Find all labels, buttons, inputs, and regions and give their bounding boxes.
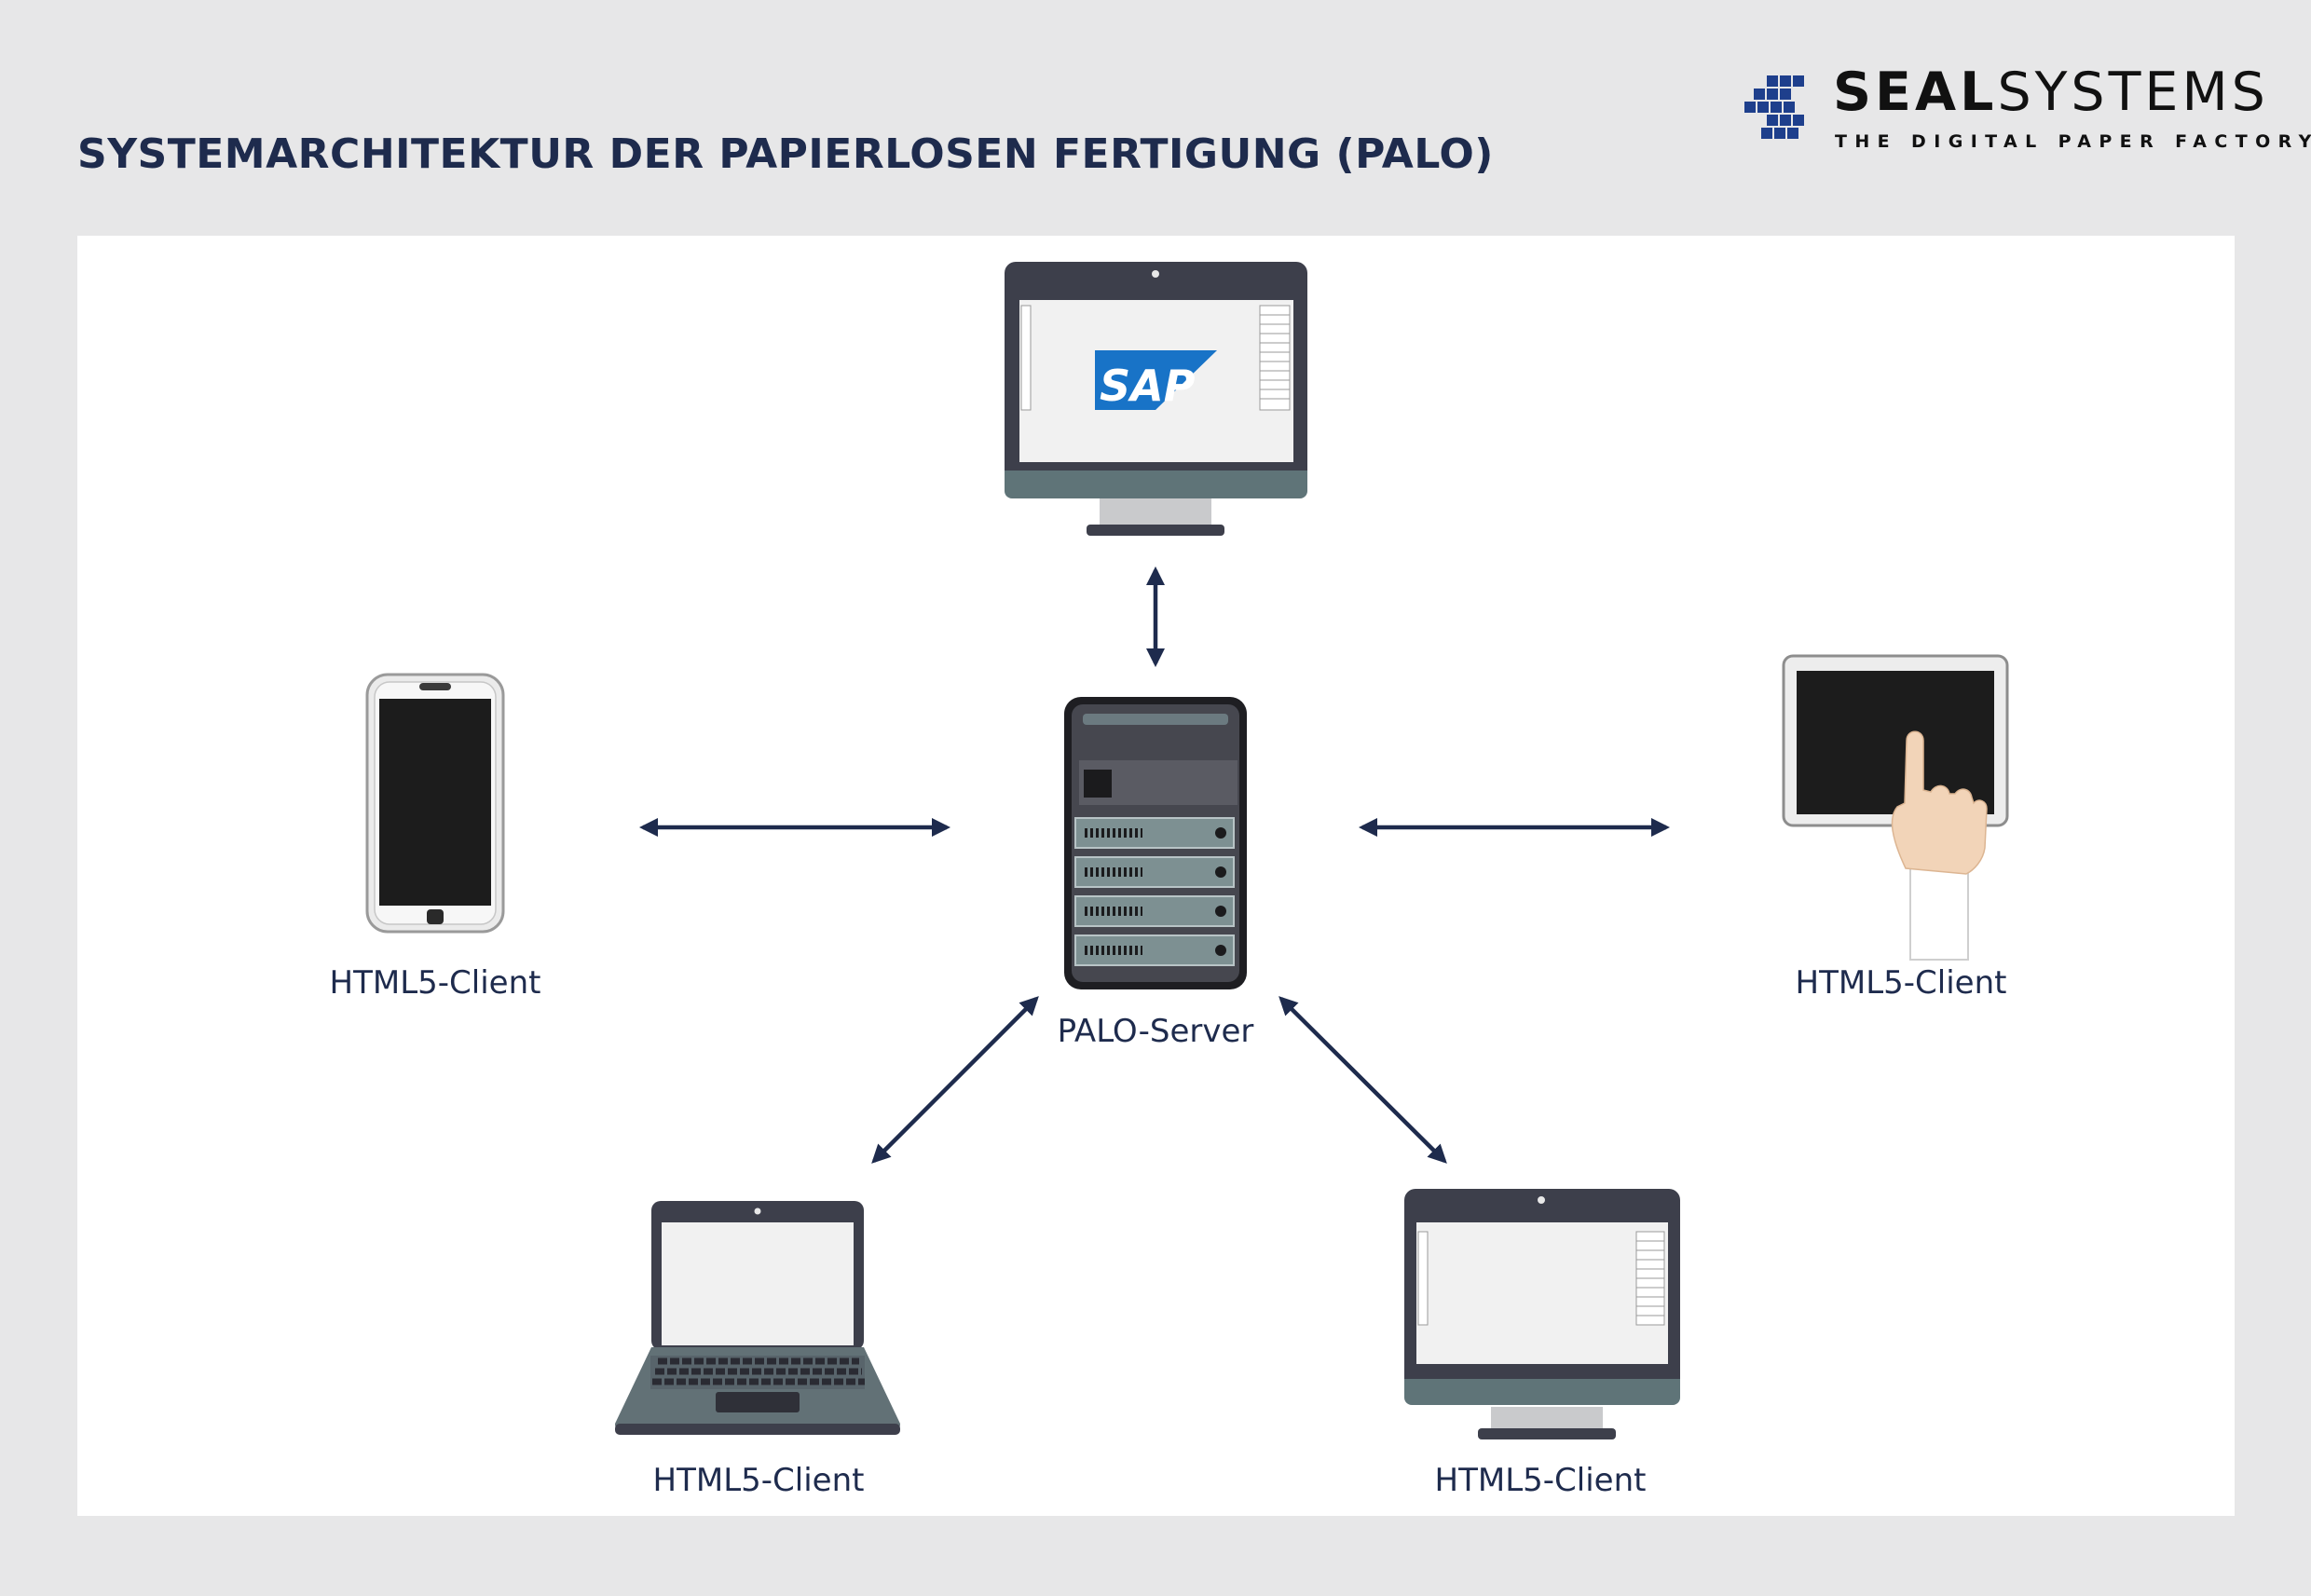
laptop-client-label: HTML5-Client <box>652 1462 865 1499</box>
phone-client-label: HTML5-Client <box>329 964 541 1002</box>
sap-logo-text: SAP <box>1100 361 1196 411</box>
desktop-client-label: HTML5-Client <box>1434 1462 1647 1499</box>
smartphone-icon <box>365 673 505 934</box>
seal-systems-logo: SEALSYSTEMS THE DIGITAL PAPER FACTORY <box>1744 66 2311 156</box>
tablet-icon <box>1782 654 2009 961</box>
arrow-desktop-server <box>1279 996 1447 1164</box>
logo-wordmark: SEALSYSTEMS <box>1833 66 2269 119</box>
laptop-icon <box>615 1201 900 1435</box>
hand-icon <box>1891 730 1988 961</box>
desktop-monitor-icon <box>1404 1189 1680 1439</box>
sap-logo-icon <box>1095 350 1217 410</box>
arrow-laptop-server <box>871 996 1039 1164</box>
server-label: PALO-Server <box>1057 1013 1254 1050</box>
logo-name-regular: SYSTEMS <box>1997 61 2269 123</box>
page-title: SYSTEMARCHITEKTUR DER PAPIERLOSEN FERTIG… <box>77 130 1494 178</box>
logo-tagline: THE DIGITAL PAPER FACTORY <box>1835 131 2311 152</box>
logo-name-bold: SEAL <box>1833 61 1998 123</box>
sap-monitor-icon: SAP <box>1005 262 1307 536</box>
tablet-client-label: HTML5-Client <box>1795 964 2007 1002</box>
server-icon <box>1064 697 1247 989</box>
seal-systems-logo-mark-icon <box>1744 75 1804 139</box>
